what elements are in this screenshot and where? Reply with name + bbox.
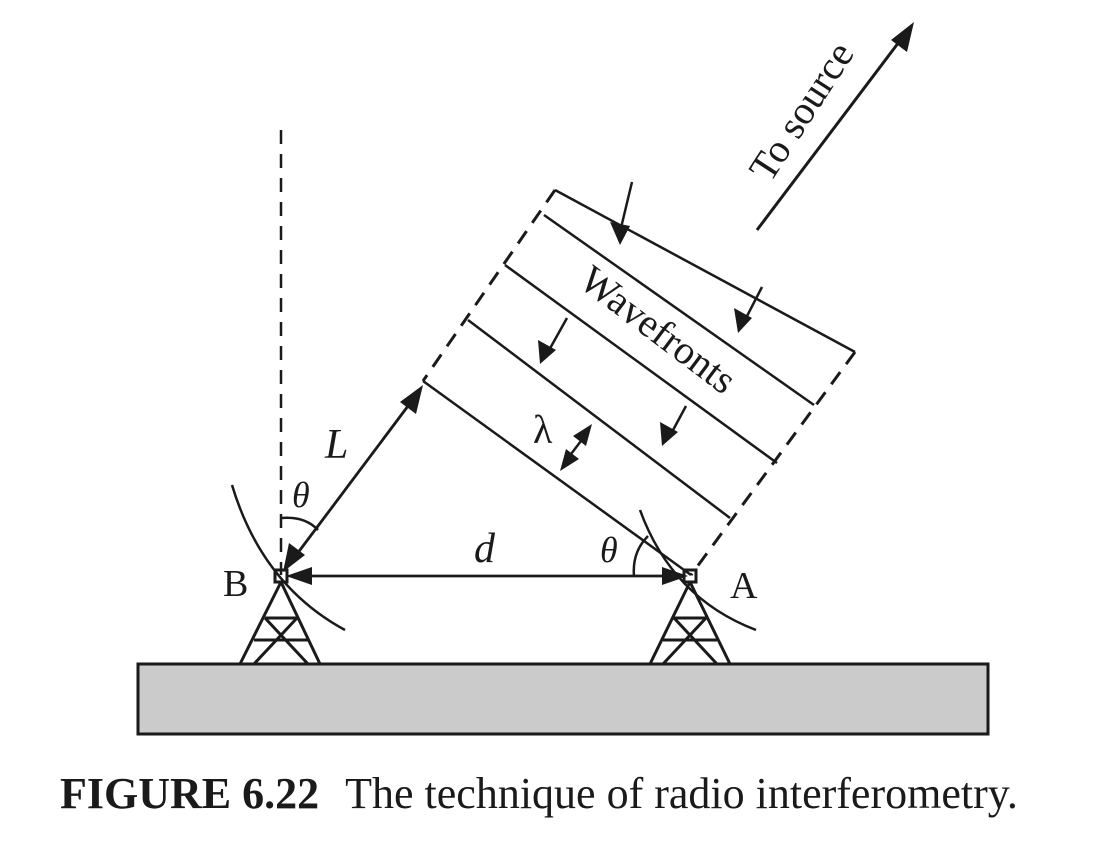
arrowhead-icon <box>660 422 678 446</box>
baseline-arrowhead-right-icon <box>662 567 688 585</box>
angle-arc-b <box>280 516 319 531</box>
wavelength-label: λ <box>533 407 553 452</box>
caption-text: The technique of radio interferometry. <box>345 769 1018 818</box>
arrowhead-icon <box>538 340 556 364</box>
wavefront-line <box>467 319 731 519</box>
figure-number: FIGURE 6.22 <box>60 769 320 818</box>
path-length-arrow <box>289 397 416 563</box>
wavefront-lines <box>422 188 856 577</box>
angle-label-a: θ <box>600 530 618 570</box>
antenna-b-label: B <box>223 563 248 605</box>
wavefront-box-right-edge <box>689 351 857 576</box>
antenna-a-tower <box>648 568 732 666</box>
wavefront-line <box>504 263 778 465</box>
figure-caption: FIGURE 6.22 The technique of radio interf… <box>60 768 1100 819</box>
propagation-arrows <box>538 181 764 446</box>
baseline-arrowhead-left-icon <box>286 567 312 585</box>
arrowhead-icon <box>734 308 752 333</box>
wavefront-box-left-edge <box>421 189 557 382</box>
angle-arc-a <box>632 535 649 577</box>
baseline-label: d <box>474 526 496 572</box>
wavefront-line <box>543 213 815 407</box>
to-source-label: To source <box>740 34 863 189</box>
antenna-a-label: A <box>730 565 758 607</box>
path-length-arrowhead-bottom-icon <box>283 543 305 572</box>
wavefront-line <box>422 379 692 577</box>
arrowhead-icon <box>610 222 630 245</box>
to-source-arrow <box>755 33 907 231</box>
antenna-b-tower <box>238 568 322 666</box>
wavefront-line <box>554 188 856 354</box>
wavelength-arrowhead-top-icon <box>573 424 592 446</box>
angle-label-b: θ <box>292 475 310 515</box>
path-length-label: L <box>324 422 348 468</box>
ground <box>136 662 990 736</box>
path-length-arrowhead-top-icon <box>400 385 423 414</box>
dish-arc-a <box>638 509 757 632</box>
to-source-arrowhead-icon <box>891 22 914 52</box>
wavelength-arrowhead-bottom-icon <box>560 449 579 471</box>
